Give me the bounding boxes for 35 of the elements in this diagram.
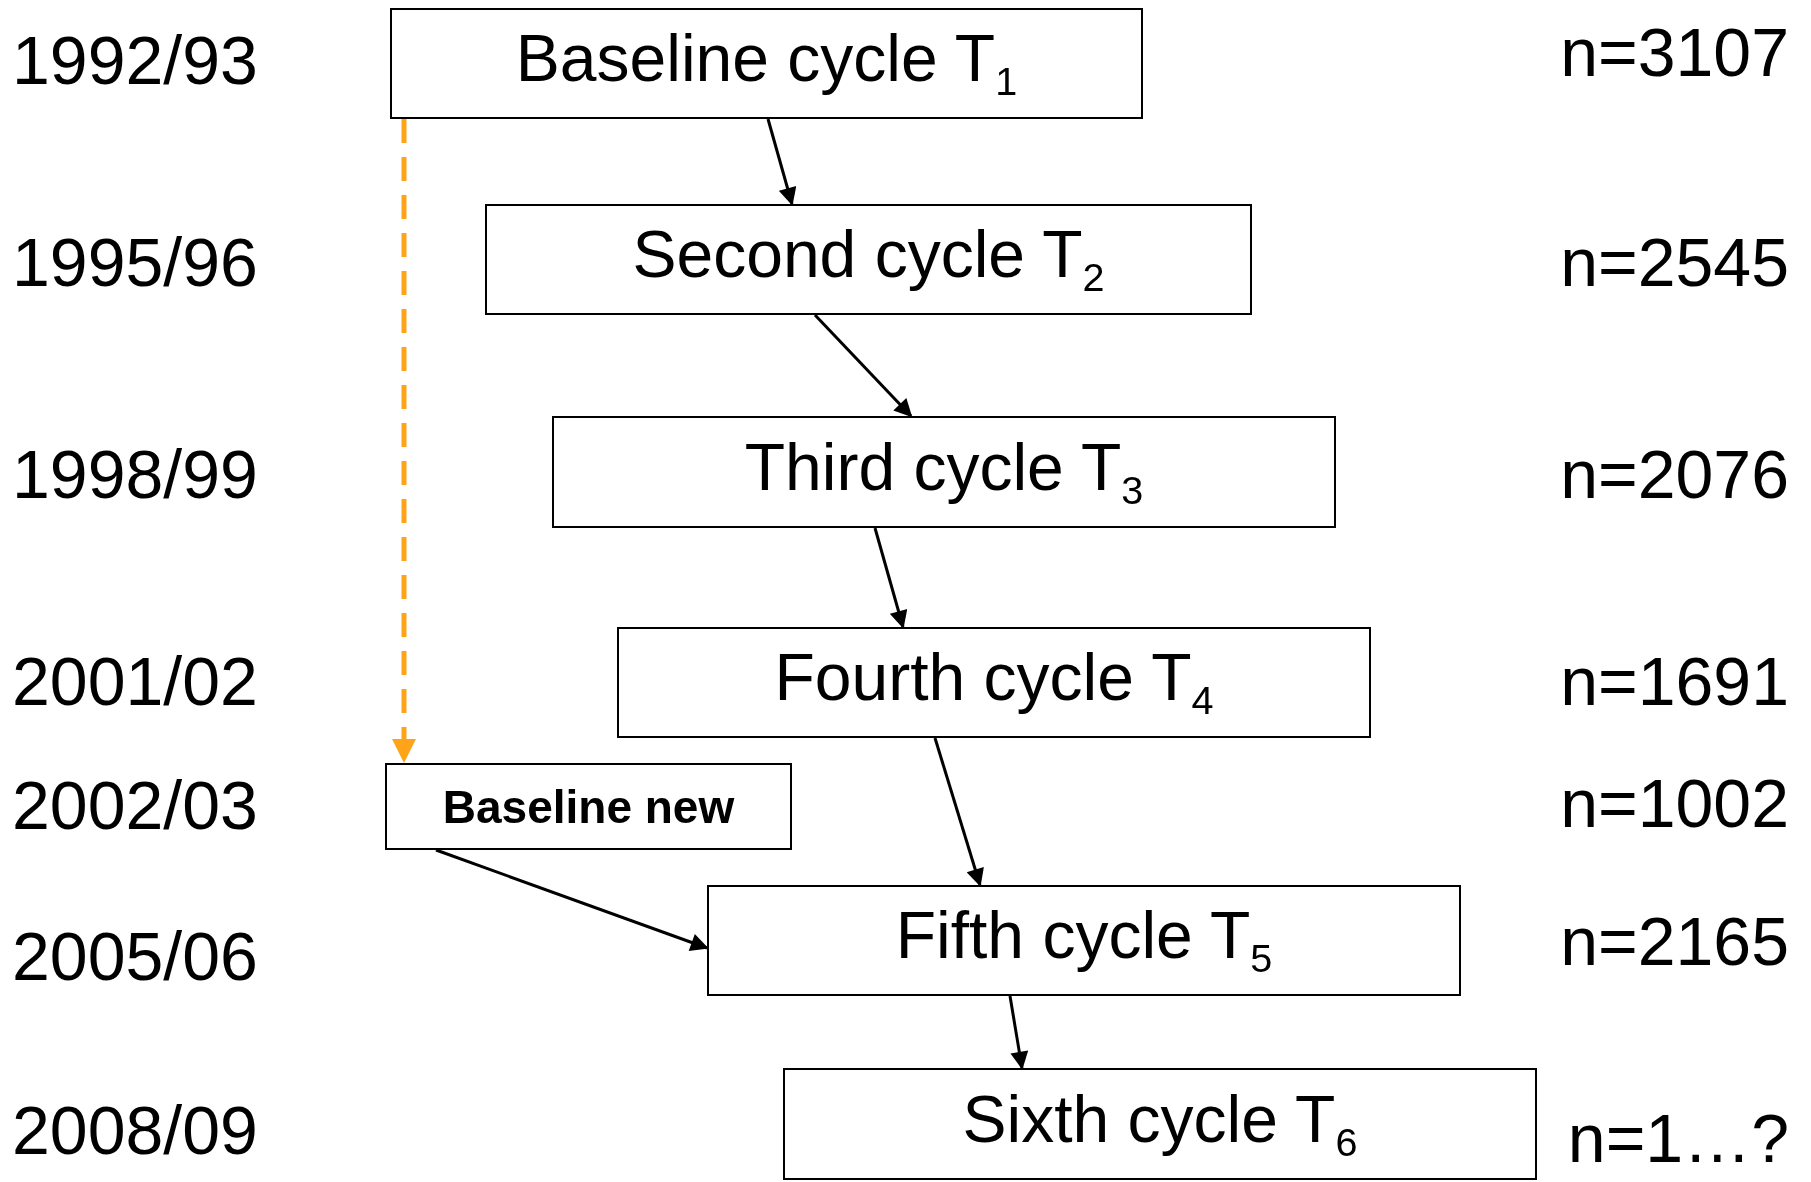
sample-size-label: n=1…?	[1567, 1104, 1789, 1172]
arrow	[766, 118, 797, 206]
box-label: Fifth cycle T$_{5}$	[895, 902, 1273, 979]
arrow	[435, 848, 709, 951]
arrow	[873, 527, 908, 629]
year-label: 1995/96	[12, 228, 258, 296]
process-box	[707, 885, 1461, 996]
box-label: Third cycle T$_{3}$	[744, 433, 1144, 511]
process-box	[390, 8, 1143, 119]
sample-size-label: n=1002	[1560, 769, 1789, 837]
year-label: 2005/06	[12, 922, 258, 990]
year-label: 1998/99	[12, 440, 258, 508]
sample-size-label: n=2076	[1560, 440, 1789, 508]
process-box	[385, 763, 792, 850]
process-box	[552, 416, 1336, 528]
year-label: 2001/02	[12, 647, 258, 715]
process-box	[485, 204, 1252, 315]
box-label: Second cycle T$_{2}$	[632, 221, 1105, 298]
arrow	[933, 737, 984, 887]
arrow	[813, 313, 913, 418]
process-box	[783, 1068, 1537, 1180]
process-box	[617, 627, 1371, 738]
year-label: 2008/09	[12, 1096, 258, 1164]
arrow	[392, 119, 416, 763]
year-label: 2002/03	[12, 771, 258, 839]
arrow	[1008, 995, 1029, 1070]
sample-size-label: n=2545	[1560, 228, 1789, 296]
box-label: Baseline cycle T$_{1}$	[515, 25, 1018, 102]
box-label: Baseline new	[442, 783, 735, 830]
year-label: 1992/93	[12, 26, 258, 94]
box-label: Sixth cycle T$_{6}$	[962, 1085, 1358, 1163]
sample-size-label: n=3107	[1560, 18, 1789, 86]
box-label: Fourth cycle T$_{4}$	[774, 644, 1214, 721]
sample-size-label: n=1691	[1560, 647, 1789, 715]
sample-size-label: n=2165	[1560, 907, 1789, 975]
